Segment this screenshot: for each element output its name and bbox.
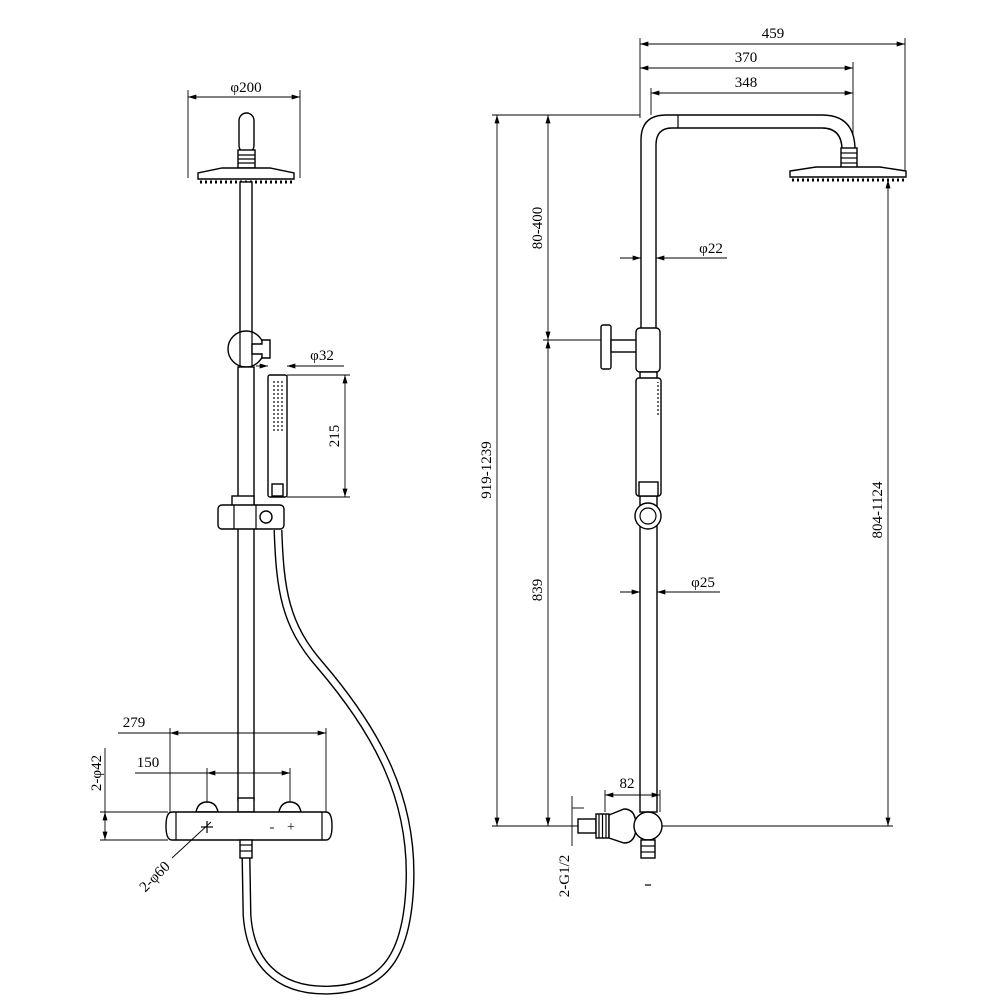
dimension-upper-pipe-diameter: φ22 [620,241,727,261]
thermostat-body-side [633,811,663,841]
dimension-showerhead-diameter: φ200 [187,80,301,178]
dimension-inlet-thread: 2-G1/2 [557,796,584,897]
hand-shower-base [271,483,284,497]
eccentric-elbow [608,808,637,844]
temperature-mark-minus: - [270,820,275,835]
dimension-handshower-length: 215 [287,374,350,498]
upper-riser-and-arm [640,114,856,331]
riser-collar [635,327,661,373]
label-valve-spacing: 150 [137,755,160,771]
riser-pole-front [227,181,271,801]
label-total-height-range: 919-1239 [479,441,495,499]
label-showerhead-diameter: φ200 [230,80,261,96]
riser-side [600,114,907,813]
slider-side [634,502,662,530]
thermostat-top-connector [237,797,255,813]
leader-line [171,821,212,859]
label-wall-offset: 82 [620,776,635,792]
thermostat-body [165,811,333,841]
front-view: φ200 [89,80,415,995]
label-head-height-range: 804-1124 [870,481,886,538]
lower-pole [237,366,255,801]
hand-shower-nozzles-side [655,382,660,416]
label-handshower-diameter: φ32 [310,348,334,364]
dimension-overall-projection: 459 [639,26,906,170]
side-view: 459 370 348 [479,26,907,897]
slider-bracket-front [217,495,285,530]
diverter-lever [251,339,271,359]
slider-side-inner [639,507,657,525]
slider-knob [259,510,273,524]
wall-flange [600,324,612,370]
vertical-dimensions: 919-1239 80-400 839 804-1124 [479,114,893,827]
label-arm-projection: 370 [735,50,758,66]
thermostat-outlet [239,839,253,859]
label-lower-pipe-diameter: φ25 [691,575,715,591]
dimension-thermostat-width: 279 [118,715,327,812]
inlet-stub [577,818,597,834]
showerhead-disc [197,167,295,180]
shower-arm-end [238,112,255,154]
hand-shower-holder [638,481,659,497]
label-arm-length: 348 [735,75,758,91]
dimension-lower-pipe-diameter: φ25 [620,575,720,595]
hand-shower-nozzles [271,380,284,432]
temperature-mark-plus: + [287,820,295,835]
label-thermostat-width: 279 [123,715,146,731]
dimension-wall-offset: 82 [604,776,661,812]
dimension-handshower-diameter: φ32 [256,348,344,369]
dimension-arm-length: 348 [650,75,854,115]
hose-core [242,529,414,994]
label-knob-diameter: 2-φ60 [137,859,174,896]
label-inlet-diameter: 2-φ42 [89,755,105,791]
thermostat-side [577,808,663,886]
hose [241,529,415,995]
label-upper-pipe-diameter: φ22 [699,241,723,257]
label-handshower-length: 215 [327,425,343,448]
showerhead-disc-side [789,166,907,178]
left-knob-top [195,801,219,813]
label-overall-projection: 459 [762,26,785,42]
slider-body [217,504,285,530]
bracket-bar [610,339,640,353]
upper-pole [239,181,253,333]
label-bracket-height: 839 [530,579,546,602]
thermostat-outlet-side [640,839,656,859]
label-inlet-thread: 2-G1/2 [557,855,573,898]
dimension-inlet-diameter: 2-φ42 [89,748,168,841]
hand-shower-front [267,374,288,498]
dimension-arm-projection: 370 [639,50,854,148]
right-knob-top [278,801,302,813]
thermostat-front: - + [165,797,333,859]
showerhead-front [197,112,295,184]
dimension-valve-spacing: 150 [135,755,291,803]
label-bracket-range: 80-400 [530,207,546,250]
